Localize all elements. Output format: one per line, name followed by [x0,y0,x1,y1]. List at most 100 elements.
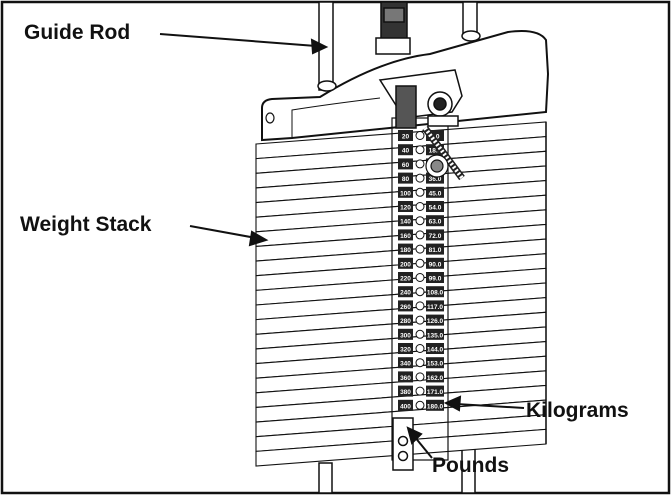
kilogram-tag [426,385,444,397]
pound-tag [398,229,413,241]
pin-hole [415,202,425,211]
pound-value: 380 [400,389,411,396]
kilograms-arrow [455,403,525,409]
pound-tag [398,286,413,298]
kilogram-value: 99.0 [429,276,442,283]
kilogram-value: 72.0 [429,233,442,240]
weight-pin [422,125,465,181]
pound-value: 200 [400,261,411,268]
pin-hole [415,344,425,353]
pin-hole [415,301,425,311]
pound-tag [398,399,413,411]
kilogram-value: 18.0 [429,148,442,155]
kilogram-tag [426,186,444,198]
kilogram-value: 126.0 [427,318,444,325]
guide-rod-hole-left [317,80,337,92]
pound-tag [398,257,413,269]
weight-tags: 209.04018.06027.08036.010045.012054.0140… [398,130,444,411]
pin-hole [415,400,425,410]
pound-tag [398,385,413,397]
pound-value: 180 [400,247,411,254]
cable-fitting [375,1,411,55]
guide-rod-arrow [159,33,317,47]
pounds-arrow [413,435,433,459]
pounds-label: Pounds [432,454,509,477]
pound-value: 60 [402,162,410,169]
kilogram-tag [426,201,444,212]
kilogram-value: 162.0 [427,375,444,382]
pin-hole [415,372,425,382]
kilogram-tag [426,144,444,156]
kilogram-value: 54.0 [429,205,442,212]
kilogram-value: 45.0 [429,190,442,197]
pound-value: 120 [400,205,411,212]
guide-rod-label: Guide Rod [24,21,131,44]
kilogram-value: 108.0 [427,290,444,297]
pin-hole [415,287,425,297]
kilogram-value: 81.0 [429,247,442,254]
guide-rod-hole-right [461,30,481,42]
pound-value: 280 [400,318,411,325]
kilogram-tag [426,215,444,227]
kilogram-tag [426,172,444,184]
selector-bracket [378,69,463,129]
pound-value: 20 [402,134,410,141]
weight-stack-label: Weight Stack [20,213,152,236]
kilogram-value: 135.0 [427,332,444,339]
pound-value: 240 [400,290,411,297]
kilogram-tag [426,272,444,283]
pound-tag [398,172,413,184]
pin-hole [415,216,425,226]
pound-value: 100 [400,190,411,197]
kilogram-tag [426,286,444,298]
kilogram-tag [426,130,444,141]
pin-hole [415,244,425,254]
pin-hole [415,386,425,396]
pound-tag [398,130,413,141]
pin-hole [415,173,425,183]
pound-value: 80 [402,176,410,183]
kilogram-value: 171.0 [427,389,444,396]
kilogram-value: 90.0 [429,261,442,268]
pin-hole [415,315,425,325]
kilogram-tag [426,314,444,326]
pound-tag [398,371,413,383]
pound-tag [398,186,413,198]
kilogram-tag [426,229,444,241]
guide-rod-right-upper [462,1,478,35]
pin-hole [415,258,425,268]
pound-value: 300 [400,332,411,339]
guide-rod-left-lower [318,462,333,494]
pound-value: 220 [400,276,411,283]
pin-hole [415,187,425,197]
pound-tag [398,144,413,156]
pound-tag [398,343,413,354]
pound-value: 40 [402,148,410,155]
kilogram-tag [426,399,444,411]
pound-tag [398,314,413,326]
kilogram-tag [426,357,444,369]
selector-stem-column [391,117,449,461]
pound-tag [398,201,413,212]
kilogram-tag [426,243,444,255]
pound-tag [398,243,413,255]
kilogram-value: 36.0 [429,176,442,183]
pound-value: 260 [400,304,411,311]
kilogram-tag [426,328,444,340]
pound-tag [398,158,413,170]
kilogram-tag [426,371,444,383]
kilogram-tag [426,300,444,312]
kilogram-tag [426,257,444,269]
pin-hole [415,159,425,169]
pound-tag [398,328,413,340]
kilogram-value: 153.0 [427,361,444,368]
kilograms-label: Kilograms [526,399,629,422]
kilogram-value: 63.0 [429,219,442,226]
callout-arrows [159,33,525,459]
pin-hole [415,131,425,140]
pin-hole [415,358,425,368]
pound-tag [398,272,413,283]
pound-tag [398,357,413,369]
kilogram-value: 117.0 [427,304,443,311]
